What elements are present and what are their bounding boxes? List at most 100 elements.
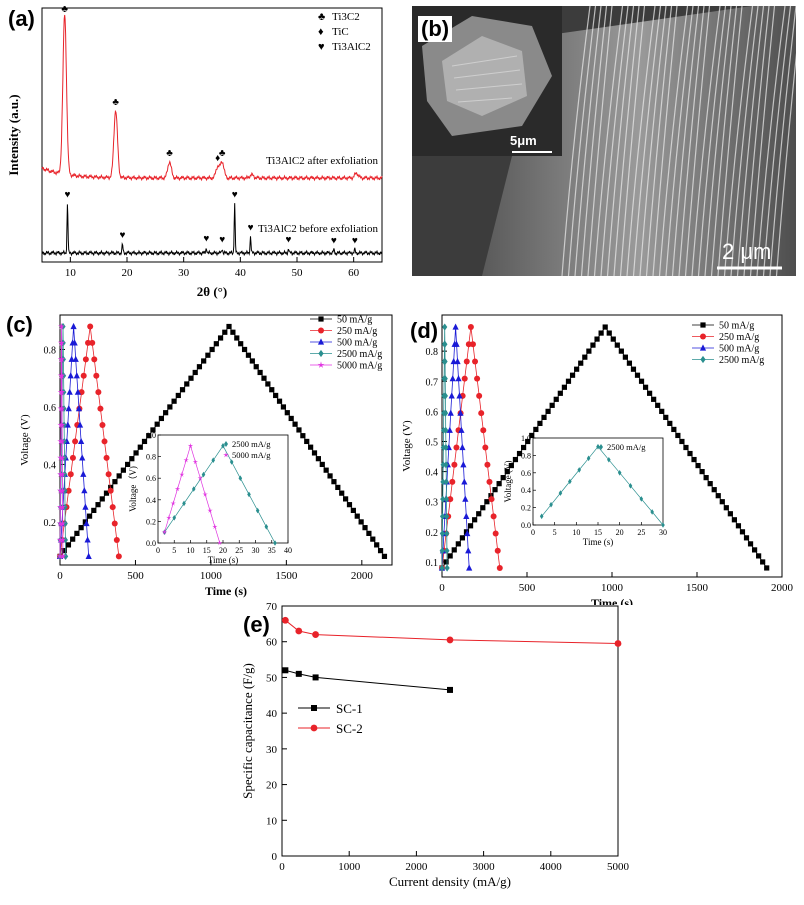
- gcd-point: [561, 384, 567, 390]
- y-axis-title: Voltage (V): [19, 414, 31, 466]
- inset-legend-marker: [223, 452, 229, 458]
- gcd-point: [83, 519, 90, 527]
- inset-point: [617, 470, 622, 476]
- gcd-point: [67, 471, 74, 478]
- gcd-point: [512, 456, 519, 463]
- gcd-point: [315, 456, 321, 462]
- gcd-point: [719, 499, 725, 505]
- gcd-point: [442, 340, 448, 348]
- gcd-point: [99, 422, 106, 429]
- x-tick-label: 60: [348, 267, 360, 279]
- gcd-point: [304, 438, 310, 445]
- legend-marker: [699, 344, 707, 351]
- gcd-point: [58, 388, 66, 396]
- gcd-point: [614, 342, 620, 348]
- gcd-point: [62, 503, 68, 511]
- gcd-point: [80, 470, 87, 477]
- gcd-point: [381, 553, 388, 559]
- inset-point: [161, 529, 168, 535]
- gcd-point: [201, 358, 207, 364]
- series-label-before: Ti3AlC2 before exfoliation: [258, 223, 378, 235]
- gcd-point: [76, 421, 84, 428]
- sem-layer-line: [606, 6, 635, 276]
- gcd-point: [451, 461, 458, 468]
- gcd-point: [339, 490, 345, 496]
- peak-marker: ♥: [331, 236, 337, 247]
- x-tick-label: 30: [178, 267, 190, 279]
- gcd-point: [58, 421, 66, 428]
- data-point: [446, 636, 454, 644]
- gcd-point: [335, 484, 341, 491]
- gcd-point: [504, 468, 510, 475]
- legend-label: SC-1: [336, 701, 363, 716]
- gcd-point: [249, 358, 255, 364]
- gcd-point: [86, 513, 93, 519]
- legend-label: 2500 mA/g: [719, 355, 764, 366]
- inset-y-tick-label: 0.6: [521, 469, 531, 478]
- gcd-point: [453, 340, 460, 347]
- gcd-point: [82, 356, 89, 363]
- sem-layer-line: [723, 6, 754, 276]
- sem-layer-line: [567, 6, 597, 276]
- sem-layer-line: [684, 6, 711, 276]
- sem-layer-line: [619, 6, 646, 276]
- gcd-point: [175, 392, 181, 399]
- inset-point: [182, 500, 186, 507]
- gcd-point: [85, 552, 92, 559]
- inset-point: [577, 467, 582, 473]
- gcd-point: [292, 421, 298, 427]
- x-tick-label: 0: [439, 582, 445, 594]
- gcd-point: [167, 404, 173, 410]
- sem-layer-line: [639, 6, 667, 276]
- gcd-point: [459, 535, 465, 541]
- gcd-point: [115, 553, 122, 560]
- gcd-point: [163, 410, 169, 416]
- gcd-point: [116, 473, 122, 479]
- inset-y-axis-title: Voltage（V): [128, 466, 138, 512]
- gcd-point: [731, 517, 737, 523]
- sem-layer-line: [710, 6, 738, 276]
- gcd-point: [327, 473, 333, 479]
- gcd-point: [95, 389, 102, 396]
- y-tick-label: 0.7: [426, 377, 439, 388]
- gcd-point: [439, 564, 445, 572]
- gcd-point: [103, 490, 110, 496]
- gcd-point: [474, 375, 481, 382]
- legend-marker: [700, 333, 706, 340]
- x-axis-title: Current density (mA/g): [389, 874, 511, 889]
- x-tick-label: 40: [235, 267, 247, 279]
- gcd-point: [56, 536, 64, 543]
- gcd-point: [459, 443, 466, 451]
- sem-layer-line: [736, 6, 765, 276]
- panel-label-c: (c): [6, 312, 33, 337]
- data-point: [295, 627, 303, 635]
- gcd-point: [443, 559, 449, 565]
- legend-marker: [317, 361, 325, 368]
- gcd-point: [226, 323, 232, 330]
- gcd-point: [109, 504, 116, 511]
- sem-layer-line: [704, 6, 732, 276]
- y-tick-label: 20: [266, 780, 278, 792]
- legend-marker: [700, 322, 706, 328]
- y-axis-title: Specific capacitance (F/g): [240, 663, 255, 799]
- gcd-point: [553, 396, 559, 402]
- x-tick-label: 1000: [200, 570, 223, 582]
- gcd-point: [735, 523, 742, 529]
- gcd-point: [457, 409, 464, 416]
- gcd-point: [59, 552, 67, 560]
- y-tick-label: 60: [266, 637, 278, 649]
- x-tick-label: 500: [127, 570, 144, 582]
- gcd-point: [150, 427, 156, 433]
- gcd-point: [146, 433, 152, 439]
- gcd-point: [715, 493, 721, 499]
- peak-marker: ♣: [112, 97, 119, 108]
- legend-label: SC-2: [336, 721, 363, 736]
- gcd-point: [440, 461, 446, 469]
- gcd-point: [723, 505, 729, 511]
- gcd-point: [67, 372, 74, 379]
- gcd-point: [101, 438, 108, 445]
- legend-label: 5000 mA/g: [337, 361, 382, 372]
- inset-point: [166, 515, 172, 521]
